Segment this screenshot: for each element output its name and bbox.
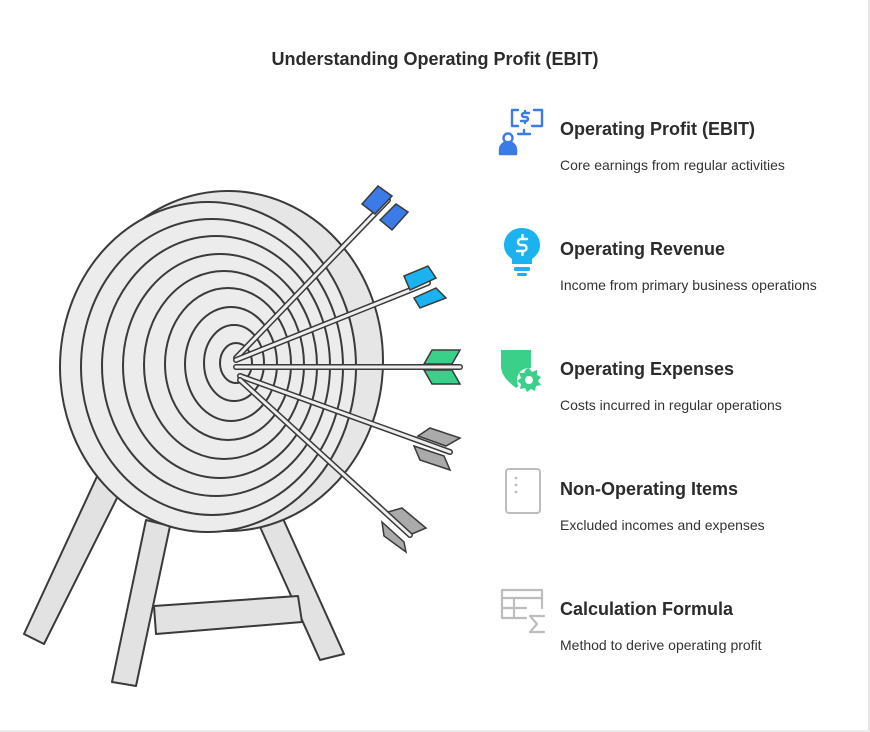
shield-gear-icon	[501, 350, 541, 392]
stand-crossbar	[153, 595, 303, 635]
document-icon	[505, 468, 541, 514]
dollar-lightbulb-icon	[504, 228, 540, 276]
item-label: Calculation Formula	[560, 599, 734, 619]
page-title: Understanding Operating Profit (EBIT)	[271, 49, 599, 69]
stand-leg-middle	[111, 519, 171, 687]
arrow-3-fletching	[422, 349, 462, 365]
item-label: Operating Profit (EBIT)	[560, 119, 755, 139]
item-label: Non-Operating Items	[560, 479, 739, 499]
target-illustration	[23, 184, 463, 687]
item-calculation-formula: Calculation Formula Method to derive ope…	[494, 586, 864, 676]
item-operating-profit: Operating Profit (EBIT) Core earnings fr…	[494, 106, 864, 196]
table-sigma-icon	[500, 588, 546, 634]
item-non-operating-items: Non-Operating Items Excluded incomes and…	[494, 466, 864, 556]
item-label: Operating Revenue	[560, 239, 726, 259]
arrow-1	[233, 184, 410, 361]
item-operating-expenses: Operating Expenses Costs incurred in reg…	[494, 346, 864, 436]
stand-leg-left	[23, 469, 127, 645]
item-description: Excluded incomes and expenses	[560, 517, 765, 533]
computer-dollar-user-icon	[498, 108, 544, 156]
item-description: Income from primary business operations	[560, 277, 817, 293]
arrow-2-fletching	[403, 265, 438, 292]
item-label: Operating Expenses	[560, 359, 735, 379]
right-edge-line	[868, 0, 870, 732]
stand-leg-right	[255, 511, 345, 661]
item-description: Method to derive operating profit	[560, 637, 762, 653]
bottom-edge-line	[0, 730, 870, 732]
item-description: Core earnings from regular activities	[560, 157, 785, 173]
item-description: Costs incurred in regular operations	[560, 397, 782, 413]
arrow-5-fletching	[386, 507, 428, 535]
arrow-5	[237, 377, 428, 554]
arrow-4	[237, 373, 462, 472]
target-stand	[23, 469, 345, 687]
arrow-4-fletching	[416, 427, 462, 447]
target-rings	[59, 201, 357, 533]
item-operating-revenue: Operating Revenue Income from primary bu…	[494, 226, 864, 316]
arrow-2	[233, 265, 448, 363]
arrow-1-fletching	[360, 184, 394, 216]
arrow-3	[233, 349, 463, 385]
